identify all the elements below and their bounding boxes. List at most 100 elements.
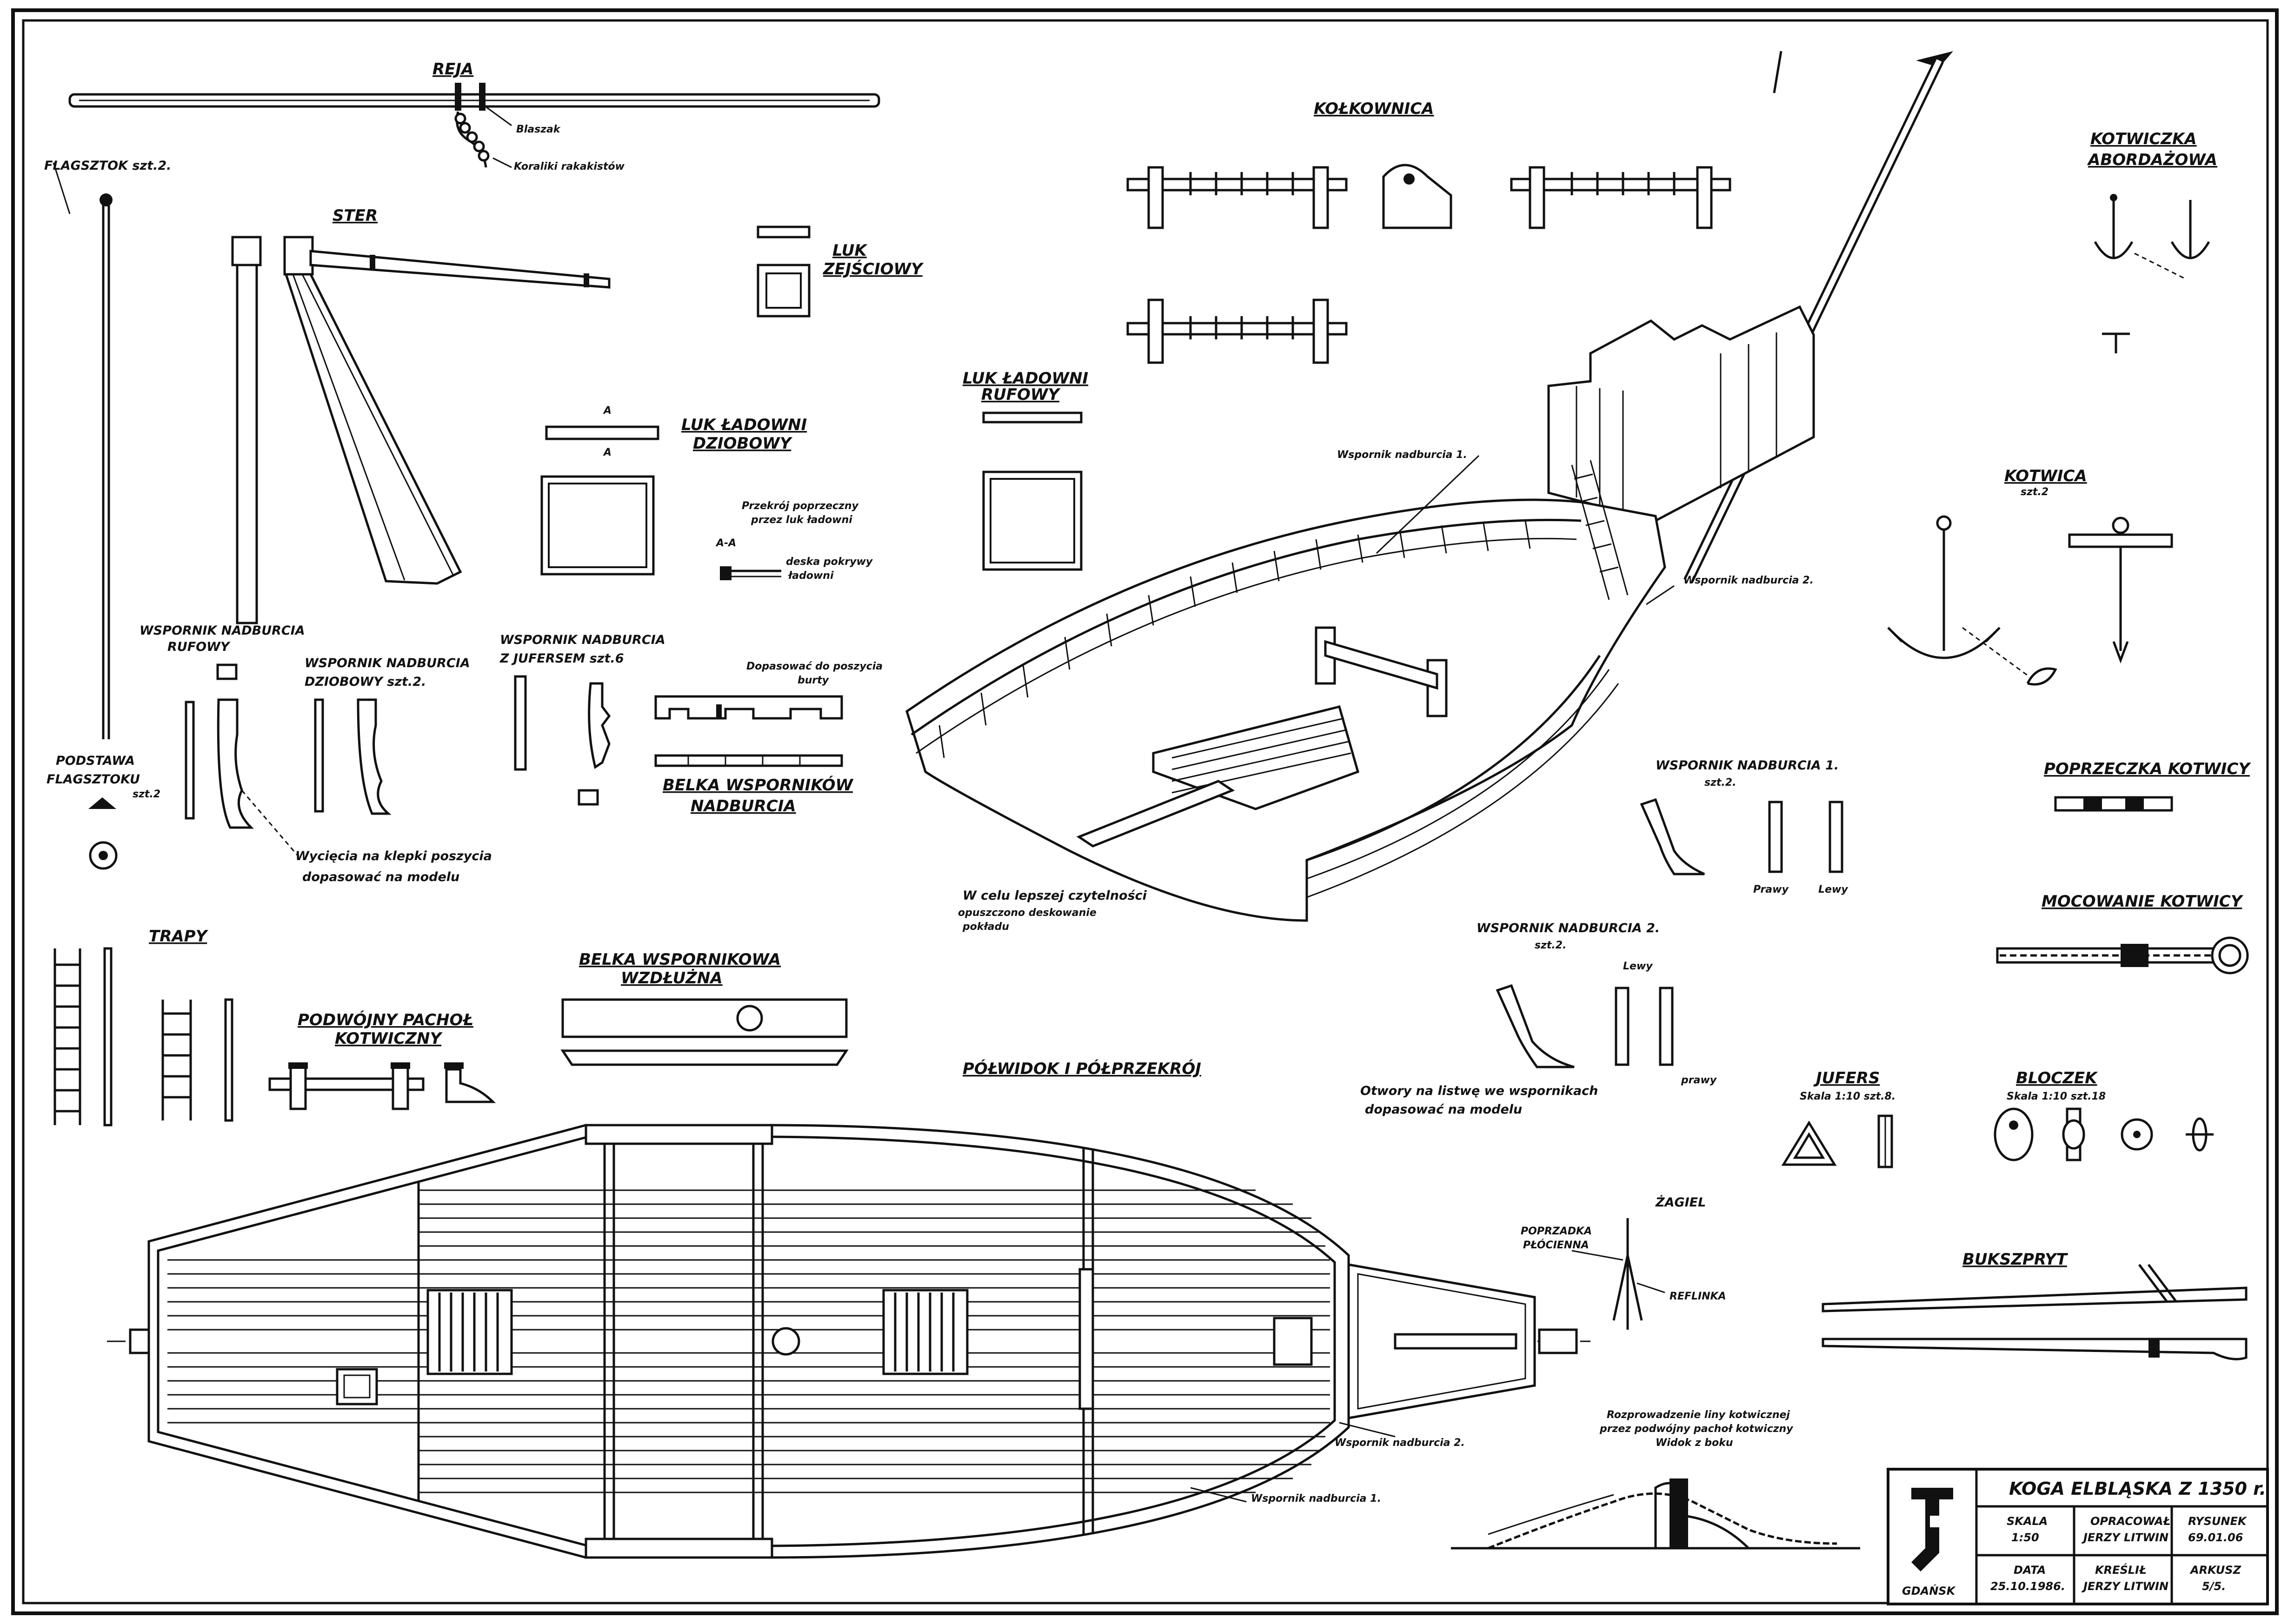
anchor-mounting-drawing — [1996, 936, 2249, 974]
label-pachol-2: KOTWICZNY — [335, 1029, 443, 1048]
hull-plan-view-drawing — [107, 1124, 1590, 1559]
label-bloczek: BLOCZEK — [2016, 1069, 2098, 1087]
label-wcelu-3: pokładu — [962, 921, 1009, 933]
rudder-drawing — [231, 236, 611, 624]
svg-text:A: A — [603, 405, 612, 417]
title-block-data: 25.10.1986. — [1990, 1580, 2065, 1593]
title-block-arkusz: 5/5. — [2202, 1580, 2226, 1593]
label-podstawa-2: FLAGSZTOKU — [47, 772, 140, 787]
stern-cargo-hatch-drawing — [982, 411, 1083, 571]
title-block-skala-label: SKALA — [2007, 1515, 2048, 1528]
anchor-drawing — [1887, 515, 2173, 686]
label-belka-wzd-1: BELKA WSPORNIKOWA — [579, 950, 781, 969]
hull-perspective-drawing — [905, 51, 1953, 922]
label-w-nad1-2: szt.2. — [1704, 777, 1736, 789]
label-prowadzenie-1: Rozprowadzenie liny kotwicznej — [1607, 1409, 1790, 1421]
flagstaff-base-drawing — [88, 797, 118, 870]
label-wyciecia-2: dopasować na modelu — [302, 870, 459, 884]
label-luk-zejsciowy-2: ZEJŚCIOWY — [823, 259, 924, 278]
label-luk-dziobowy-1: LUK ŁADOWNI — [681, 416, 807, 434]
label-w-jufers-1: WSPORNIK NADBURCIA — [500, 633, 665, 647]
label-reja: REJA — [432, 60, 473, 79]
label-trapy: TRAPY — [149, 927, 209, 946]
label-jufers-skala: Skala 1:10 szt.8. — [1800, 1091, 1896, 1102]
deadeye-drawing — [1781, 1114, 1893, 1168]
anchor-cable-side-view-drawing — [1451, 1478, 1860, 1550]
label-kotwica-2: szt.2 — [2021, 486, 2049, 498]
label-wcelu-1: W celu lepszej czytelności — [963, 888, 1147, 903]
label-reflinka: REFLINKA — [1669, 1291, 1726, 1302]
title-block-arkusz-label: ARKUSZ — [2189, 1564, 2241, 1577]
label-lewy2: Lewy — [1623, 961, 1653, 972]
label-w-rufowy-2: RUFOWY — [167, 640, 231, 654]
title-block — [1887, 1468, 2269, 1605]
label-belka-wzd-2: WZDŁUŻNA — [621, 968, 723, 988]
title-block-kreslil: JERZY LITWIN — [2082, 1580, 2168, 1593]
stanchion-beam-drawing — [654, 695, 843, 767]
stern-bulwark-stanchion-drawing — [185, 663, 299, 856]
label-dopasowac-2: burty — [798, 675, 830, 686]
title-block-opracowal-label: OPRACOWAŁ — [2090, 1515, 2170, 1528]
label-wspornik-2-persp: Wspornik nadburcia 2. — [1683, 575, 1814, 586]
svg-text:A: A — [603, 447, 612, 458]
bowsprit-drawing — [1822, 1264, 2248, 1360]
label-bloczek-skala: Skala 1:10 szt.18 — [2007, 1091, 2106, 1102]
label-wspornik-1-persp: Wspornik nadburcia 1. — [1337, 449, 1467, 461]
label-mocowanie: MOCOWANIE KOTWICY — [2042, 892, 2244, 911]
label-bukszpryt: BUKSZPRYT — [1962, 1250, 2069, 1269]
hatch-section-drawing — [720, 566, 781, 580]
label-kolkownica: KOŁKOWNICA — [1314, 99, 1434, 118]
label-prowadzenie-2: przez podwójny pachoł kotwiczny — [1599, 1423, 1794, 1435]
label-otwory-1: Otwory na listwę we wspornikach — [1360, 1084, 1598, 1098]
label-kotwiczka-2: ABORDAŻOWA — [2087, 150, 2217, 169]
flagstaff-drawing — [53, 162, 113, 739]
label-w-jufers-2: Z JUFERSEM szt.6 — [499, 651, 624, 666]
label-poprzeczka-pl-1: POPRZADKA — [1521, 1226, 1592, 1237]
title-block-skala: 1:50 — [2011, 1531, 2039, 1544]
sheet-inner-border — [22, 19, 2269, 1604]
bow-bulwark-stanchion-drawing — [314, 698, 392, 815]
label-lewy: Lewy — [1818, 884, 1849, 895]
title-block-opracowal: JERZY LITWIN — [2082, 1531, 2168, 1544]
label-wsp2-plan: Wspornik nadburcia 2. — [1335, 1437, 1465, 1449]
label-kotwiczka-1: KOTWICZKA — [2090, 130, 2197, 148]
label-ster: STER — [333, 206, 378, 225]
label-blaszak: Blaszak — [516, 124, 561, 135]
sheet-outer-border — [11, 8, 2279, 1615]
label-polwidok: PÓŁWIDOK I PÓŁPRZEKRÓJ — [963, 1059, 1201, 1078]
title-block-city: GDAŃSK — [1902, 1584, 1956, 1597]
anchor-stock-drawing — [2054, 796, 2173, 812]
label-deska-1: deska pokrywy — [786, 556, 873, 568]
label-prawy2: prawy — [1681, 1074, 1717, 1086]
label-poprzeczka-pl-2: PŁÓCIENNA — [1523, 1239, 1589, 1251]
companionway-hatch-drawing — [757, 225, 811, 318]
pin-rail-drawing — [1126, 164, 1731, 364]
bulwark-stanchion-1-drawing — [1640, 798, 1843, 875]
anchor-bitts-drawing — [268, 1062, 496, 1110]
title-block-kreslil-label: KREŚLIŁ — [2095, 1563, 2147, 1577]
label-jufers: JUFERS — [1813, 1069, 1880, 1087]
label-w-dziobowy-1: WSPORNIK NADBURCIA — [305, 656, 470, 670]
block-drawing — [1994, 1107, 2214, 1161]
label-w-rufowy-1: WSPORNIK NADBURCIA — [140, 623, 305, 638]
bow-cargo-hatch-drawing: A A — [540, 405, 659, 576]
label-luk-dziobowy-2: DZIOBOWY — [693, 434, 793, 453]
label-zagiel: ŻAGIEL — [1655, 1195, 1706, 1210]
reef-point-drawing — [1571, 1218, 1665, 1330]
label-belka-w-1: BELKA WSPORNIKÓW — [663, 776, 853, 795]
yard-drawing — [68, 83, 880, 168]
bulwark-stanchion-2-drawing — [1496, 984, 1674, 1068]
label-prawy: Prawy — [1753, 884, 1789, 895]
label-pachol-1: PODWÓJNY PACHOŁ — [298, 1010, 473, 1029]
label-aa: A-A — [715, 537, 736, 549]
label-wsp1-plan: Wspornik nadburcia 1. — [1251, 1493, 1381, 1505]
label-podstawa-3: szt.2 — [133, 789, 160, 800]
label-w-dziobowy-2: DZIOBOWY szt.2. — [305, 675, 426, 689]
title-block-rysunek: 69.01.06 — [2188, 1531, 2243, 1544]
title-block-title: KOGA ELBLĄSKA Z 1350 r. — [2009, 1478, 2266, 1499]
label-wcelu-2: opuszczono deskowanie — [958, 907, 1097, 919]
label-luk-zejsciowy-1: LUK — [832, 241, 868, 260]
label-w-nad2-2: szt.2. — [1535, 940, 1566, 951]
label-prowadzenie-3: Widok z boku — [1656, 1437, 1733, 1449]
